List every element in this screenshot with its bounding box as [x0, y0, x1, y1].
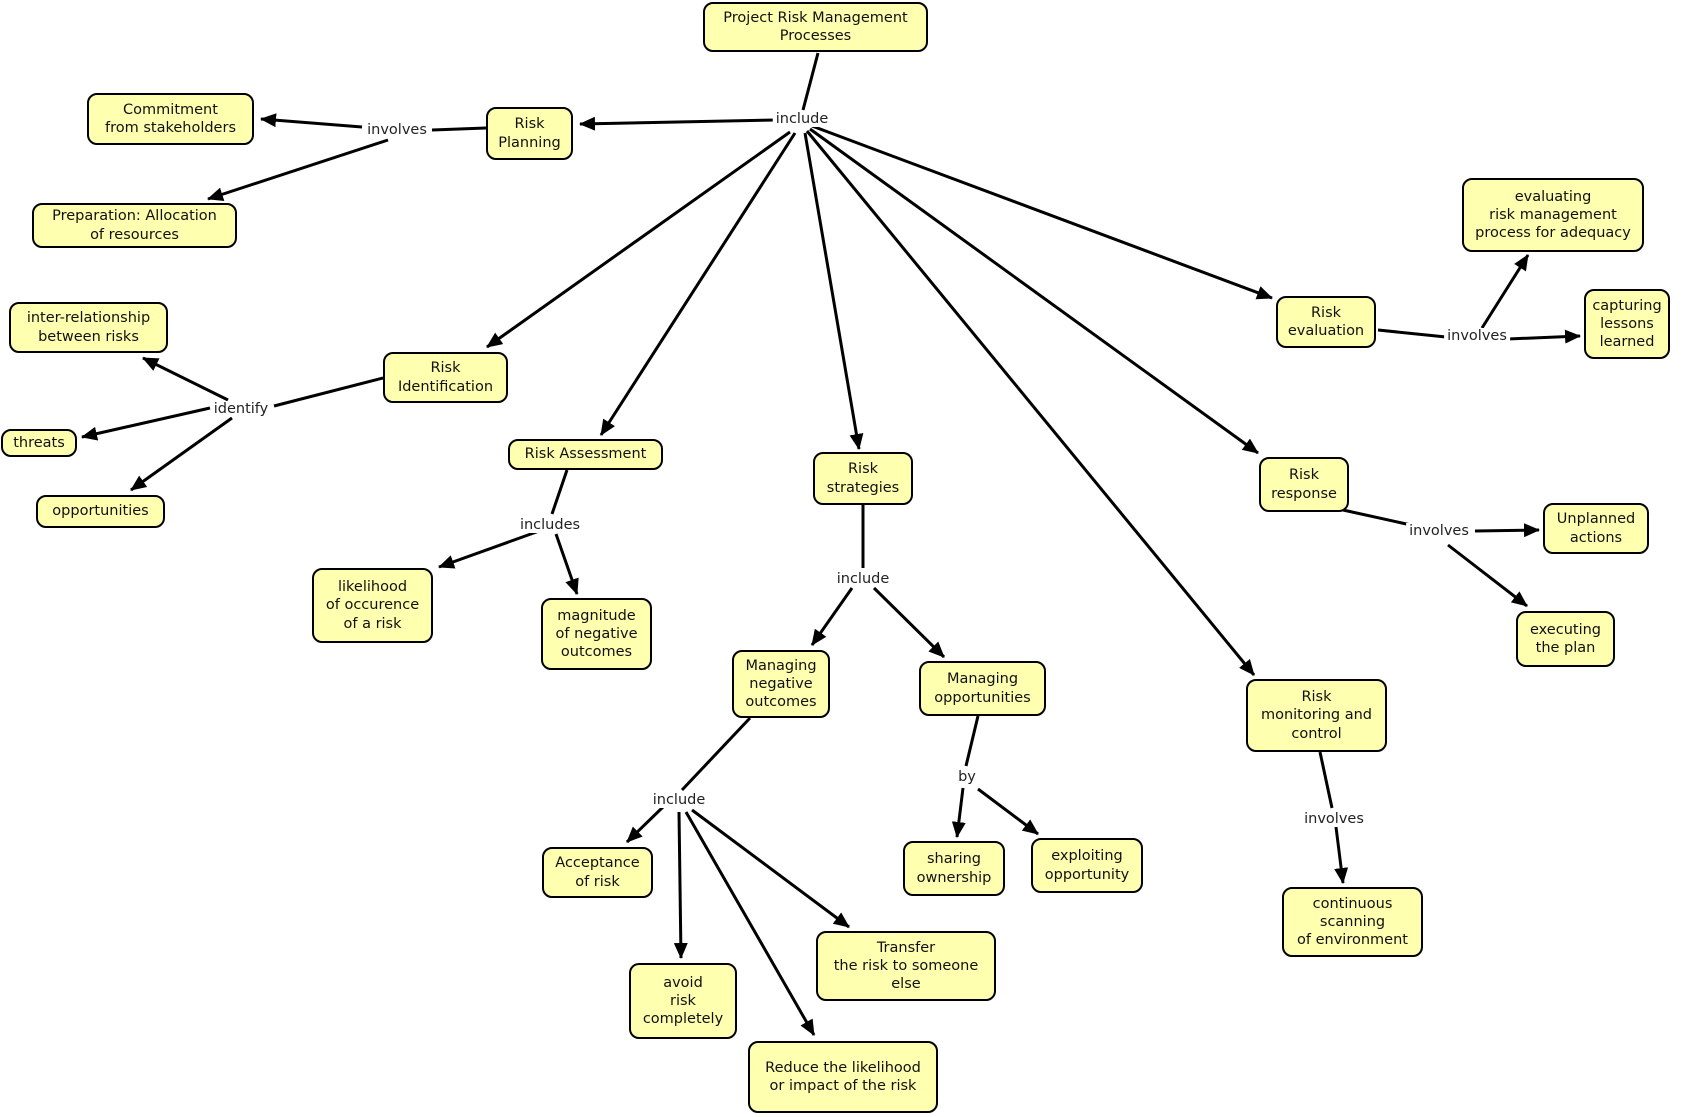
node-risk-monitoring-and-control[interactable]: Risk monitoring and control	[1246, 679, 1387, 752]
arrow-include-managing-opportunities	[872, 586, 946, 659]
arrow-identify-threats	[81, 406, 211, 441]
node-unplanned-actions[interactable]: Unplanned actions	[1543, 503, 1649, 554]
edge-label-involves-monitoring[interactable]: involves	[1301, 811, 1367, 827]
arrow-include-transfer	[691, 808, 850, 929]
arrow-include-acceptance	[625, 804, 666, 844]
edge-label-include-strategies[interactable]: include	[833, 571, 893, 587]
edge-opportunities-by	[964, 715, 980, 767]
edge-negative-include	[680, 716, 752, 792]
arrow-involves-continuous	[1334, 826, 1349, 884]
arrow-include-identification	[486, 130, 791, 349]
node-risk-evaluation[interactable]: Risk evaluation	[1276, 296, 1376, 348]
edge-label-involves-planning[interactable]: involves	[364, 122, 430, 138]
edge-label-identify[interactable]: identify	[210, 401, 272, 417]
node-risk-identification[interactable]: Risk Identification	[383, 352, 508, 403]
node-risk-strategies[interactable]: Risk strategies	[813, 452, 913, 505]
node-threats[interactable]: threats	[1, 429, 77, 457]
node-managing-negative-outcomes[interactable]: Managing negative outcomes	[732, 650, 830, 718]
node-capturing-lessons-learned[interactable]: capturing lessons learned	[1584, 289, 1670, 359]
node-reduce-likelihood-or-impact[interactable]: Reduce the likelihood or impact of the r…	[748, 1041, 938, 1113]
edge-label-involves-evaluation[interactable]: involves	[1444, 328, 1510, 344]
arrow-include-evaluation	[811, 124, 1273, 300]
node-preparation-allocation-of-resources[interactable]: Preparation: Allocation of resources	[32, 203, 237, 248]
node-exploiting-opportunity[interactable]: exploiting opportunity	[1031, 838, 1143, 893]
edge-label-by[interactable]: by	[955, 769, 979, 785]
arrow-includes-likelihood	[438, 528, 543, 569]
edge-monitoring-involves	[1318, 751, 1334, 809]
arrow-include-monitoring	[805, 130, 1256, 676]
arrow-include-response	[809, 127, 1259, 455]
edge-label-include-main[interactable]: include	[772, 111, 832, 127]
node-inter-relationship-between-risks[interactable]: inter-relationship between risks	[9, 302, 168, 353]
arrow-involves-unplanned	[1474, 523, 1540, 538]
node-risk-assessment[interactable]: Risk Assessment	[508, 439, 663, 470]
edge-identification-identify	[273, 376, 384, 408]
edge-project-include	[801, 52, 820, 111]
arrow-by-exploiting	[977, 787, 1039, 836]
arrow-include-planning	[579, 116, 777, 131]
edge-planning-involves	[431, 126, 487, 132]
arrow-connectors	[81, 113, 1581, 1036]
arrow-include-assessment	[599, 132, 797, 436]
node-magnitude-of-negative-outcomes[interactable]: magnitude of negative outcomes	[541, 598, 652, 670]
arrow-involves-executing	[1447, 543, 1528, 608]
node-evaluating-risk-management-process[interactable]: evaluating risk management process for a…	[1462, 178, 1644, 252]
node-transfer-the-risk[interactable]: Transfer the risk to someone else	[816, 931, 996, 1001]
node-risk-response[interactable]: Risk response	[1259, 457, 1349, 512]
node-commitment-from-stakeholders[interactable]: Commitment from stakeholders	[87, 93, 254, 145]
arrow-includes-magnitude	[554, 533, 579, 595]
node-executing-the-plan[interactable]: executing the plan	[1516, 611, 1615, 667]
arrow-include-strategies	[803, 132, 864, 450]
arrow-include-managing-negative	[810, 587, 854, 646]
arrow-involves-commitment	[260, 113, 363, 129]
arrow-involves-capturing	[1507, 329, 1581, 344]
arrow-involves-evaluating	[1480, 254, 1530, 329]
node-continuous-scanning-of-environment[interactable]: continuous scanning of environment	[1282, 887, 1423, 957]
arrow-include-avoid	[673, 811, 688, 959]
node-project-risk-management-processes[interactable]: Project Risk Management Processes	[703, 2, 928, 52]
node-managing-opportunities[interactable]: Managing opportunities	[919, 661, 1046, 716]
node-acceptance-of-risk[interactable]: Acceptance of risk	[542, 847, 653, 898]
node-sharing-ownership[interactable]: sharing ownership	[903, 841, 1005, 896]
edge-label-includes-assessment[interactable]: includes	[516, 517, 584, 533]
node-opportunities[interactable]: opportunities	[36, 495, 165, 528]
node-risk-planning[interactable]: Risk Planning	[486, 107, 573, 160]
edge-assessment-includes	[550, 469, 569, 515]
arrow-identify-interrelationship	[142, 356, 229, 402]
arrow-identify-opportunities	[130, 416, 233, 492]
arrow-involves-preparation	[207, 138, 389, 201]
node-likelihood-of-occurence[interactable]: likelihood of occurence of a risk	[312, 568, 433, 643]
arrow-by-sharing	[951, 787, 966, 838]
edge-evaluation-involves	[1377, 328, 1447, 339]
edge-label-involves-response[interactable]: involves	[1406, 523, 1472, 539]
arrow-include-reduce	[684, 811, 816, 1036]
node-avoid-risk-completely[interactable]: avoid risk completely	[629, 963, 737, 1039]
edge-label-include-negative[interactable]: include	[649, 792, 709, 808]
